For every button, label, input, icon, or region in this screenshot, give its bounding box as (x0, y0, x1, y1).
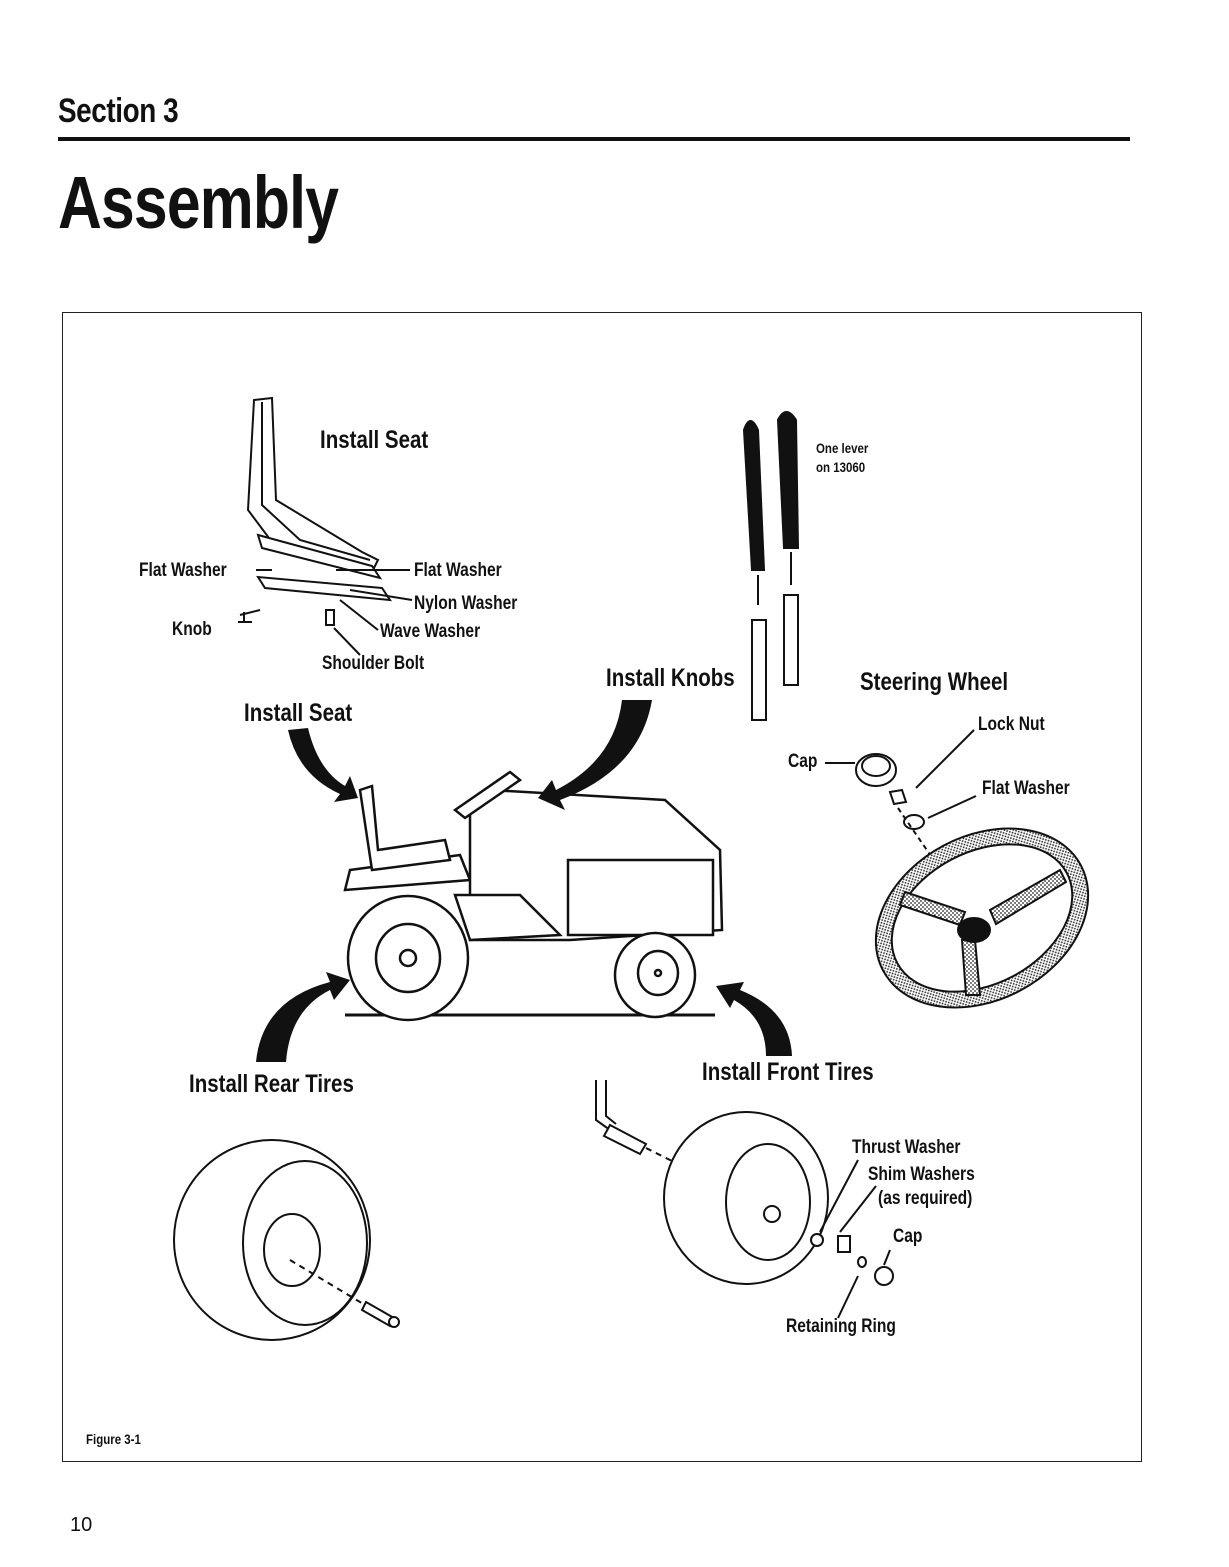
label-install-rear-tires: Install Rear Tires (189, 1070, 354, 1098)
label-wave-washer: Wave Washer (380, 621, 481, 642)
label-install-knobs: Install Knobs (606, 664, 735, 692)
label-shim-washers-1: Shim Washers (868, 1164, 975, 1185)
figure-caption: Figure 3-1 (86, 1431, 141, 1447)
label-lever-note-1: One lever (816, 440, 869, 456)
label-cap-steering: Cap (788, 751, 818, 772)
label-lever-note-2: on 13060 (816, 459, 866, 475)
label-steering-wheel: Steering Wheel (860, 668, 1009, 696)
label-install-front-tires: Install Front Tires (702, 1058, 874, 1086)
label-install-seat-main: Install Seat (244, 699, 353, 727)
lever-knobs (742, 411, 800, 721)
page-number: 10 (70, 1514, 93, 1536)
front-tire (595, 1080, 894, 1319)
label-cap-front: Cap (893, 1226, 923, 1247)
label-shim-washers-2: (as required) (878, 1188, 973, 1209)
label-retaining-ring: Retaining Ring (786, 1316, 896, 1337)
label-lock-nut: Lock Nut (978, 714, 1045, 735)
rear-tire (173, 1139, 400, 1341)
label-shoulder-bolt: Shoulder Bolt (322, 653, 425, 674)
label-flat-washer-steering: Flat Washer (982, 778, 1070, 799)
label-nylon-washer: Nylon Washer (414, 593, 518, 614)
figure-frame (62, 312, 1142, 1462)
label-flat-washer-right: Flat Washer (414, 560, 502, 581)
page-title: Assembly (58, 161, 339, 244)
tractor-wheels (346, 894, 697, 1022)
steering-wheel-assembly (825, 729, 1090, 1009)
label-thrust-washer: Thrust Washer (852, 1137, 961, 1158)
label-install-seat-top: Install Seat (320, 426, 429, 454)
header-rule (58, 137, 1130, 141)
label-knob: Knob (172, 619, 212, 640)
seat-detail (238, 396, 413, 656)
tractor (343, 770, 724, 1017)
section-label: Section 3 (58, 92, 179, 130)
direction-arrows (256, 700, 792, 1062)
label-flat-washer-left: Flat Washer (139, 560, 227, 581)
